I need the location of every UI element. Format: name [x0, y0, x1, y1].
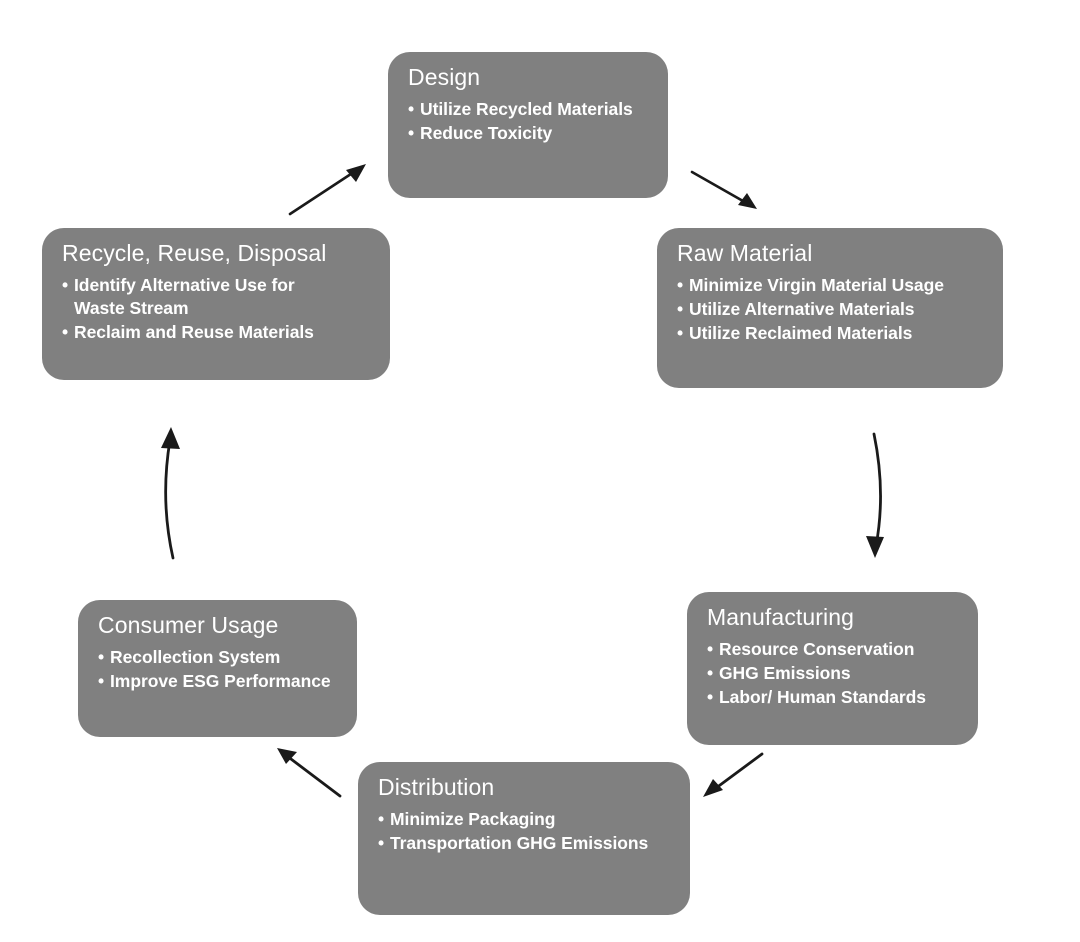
stage-box-consumer-usage[interactable]: Consumer Usage Recollection System Impro…	[78, 600, 357, 737]
stage-bullets-manufacturing: Resource Conservation GHG Emissions Labo…	[707, 638, 962, 708]
list-item: Utilize Reclaimed Materials	[677, 322, 987, 345]
arrow-raw-material-to-manufacturing	[866, 432, 884, 558]
list-item: Utilize Recycled Materials	[408, 98, 652, 121]
list-item: Utilize Alternative Materials	[677, 298, 987, 321]
stage-title-recycle-reuse-disposal: Recycle, Reuse, Disposal	[62, 240, 327, 266]
list-item: Transportation GHG Emissions	[378, 832, 674, 855]
stage-bullets-recycle-reuse-disposal: Identify Alternative Use for Waste Strea…	[62, 274, 374, 343]
list-item: Minimize Packaging	[378, 808, 674, 831]
stage-box-raw-material[interactable]: Raw Material Minimize Virgin Material Us…	[657, 228, 1003, 388]
arrow-distribution-to-consumer-usage	[277, 748, 342, 798]
arrow-manufacturing-to-distribution	[703, 752, 764, 797]
stage-bullets-distribution: Minimize Packaging Transportation GHG Em…	[378, 808, 674, 855]
stage-title-consumer-usage: Consumer Usage	[98, 612, 279, 638]
arrow-design-to-raw-material	[690, 170, 757, 209]
stage-title-raw-material: Raw Material	[677, 240, 813, 266]
stage-title-distribution: Distribution	[378, 774, 495, 800]
stage-bullets-consumer-usage: Recollection System Improve ESG Performa…	[98, 646, 341, 693]
list-item: Identify Alternative Use for Waste Strea…	[62, 274, 346, 320]
stage-title-design: Design	[408, 64, 481, 90]
stage-box-distribution[interactable]: Distribution Minimize Packaging Transpor…	[358, 762, 690, 915]
stage-bullets-design: Utilize Recycled Materials Reduce Toxici…	[408, 98, 652, 145]
list-item: Improve ESG Performance	[98, 670, 341, 693]
list-item: Reduce Toxicity	[408, 122, 652, 145]
list-item: Recollection System	[98, 646, 341, 669]
arrow-consumer-usage-to-recycle	[161, 427, 180, 560]
list-item: Resource Conservation	[707, 638, 962, 661]
stage-bullets-raw-material: Minimize Virgin Material Usage Utilize A…	[677, 274, 987, 344]
stage-box-manufacturing[interactable]: Manufacturing Resource Conservation GHG …	[687, 592, 978, 745]
list-item: Reclaim and Reuse Materials	[62, 321, 374, 344]
stage-title-manufacturing: Manufacturing	[707, 604, 855, 630]
list-item: GHG Emissions	[707, 662, 962, 685]
list-item: Minimize Virgin Material Usage	[677, 274, 987, 297]
stage-box-design[interactable]: Design Utilize Recycled Materials Reduce…	[388, 52, 668, 198]
stage-box-recycle-reuse-disposal[interactable]: Recycle, Reuse, Disposal Identify Altern…	[42, 228, 390, 380]
list-item: Labor/ Human Standards	[707, 686, 962, 709]
arrow-recycle-to-design	[288, 164, 366, 216]
